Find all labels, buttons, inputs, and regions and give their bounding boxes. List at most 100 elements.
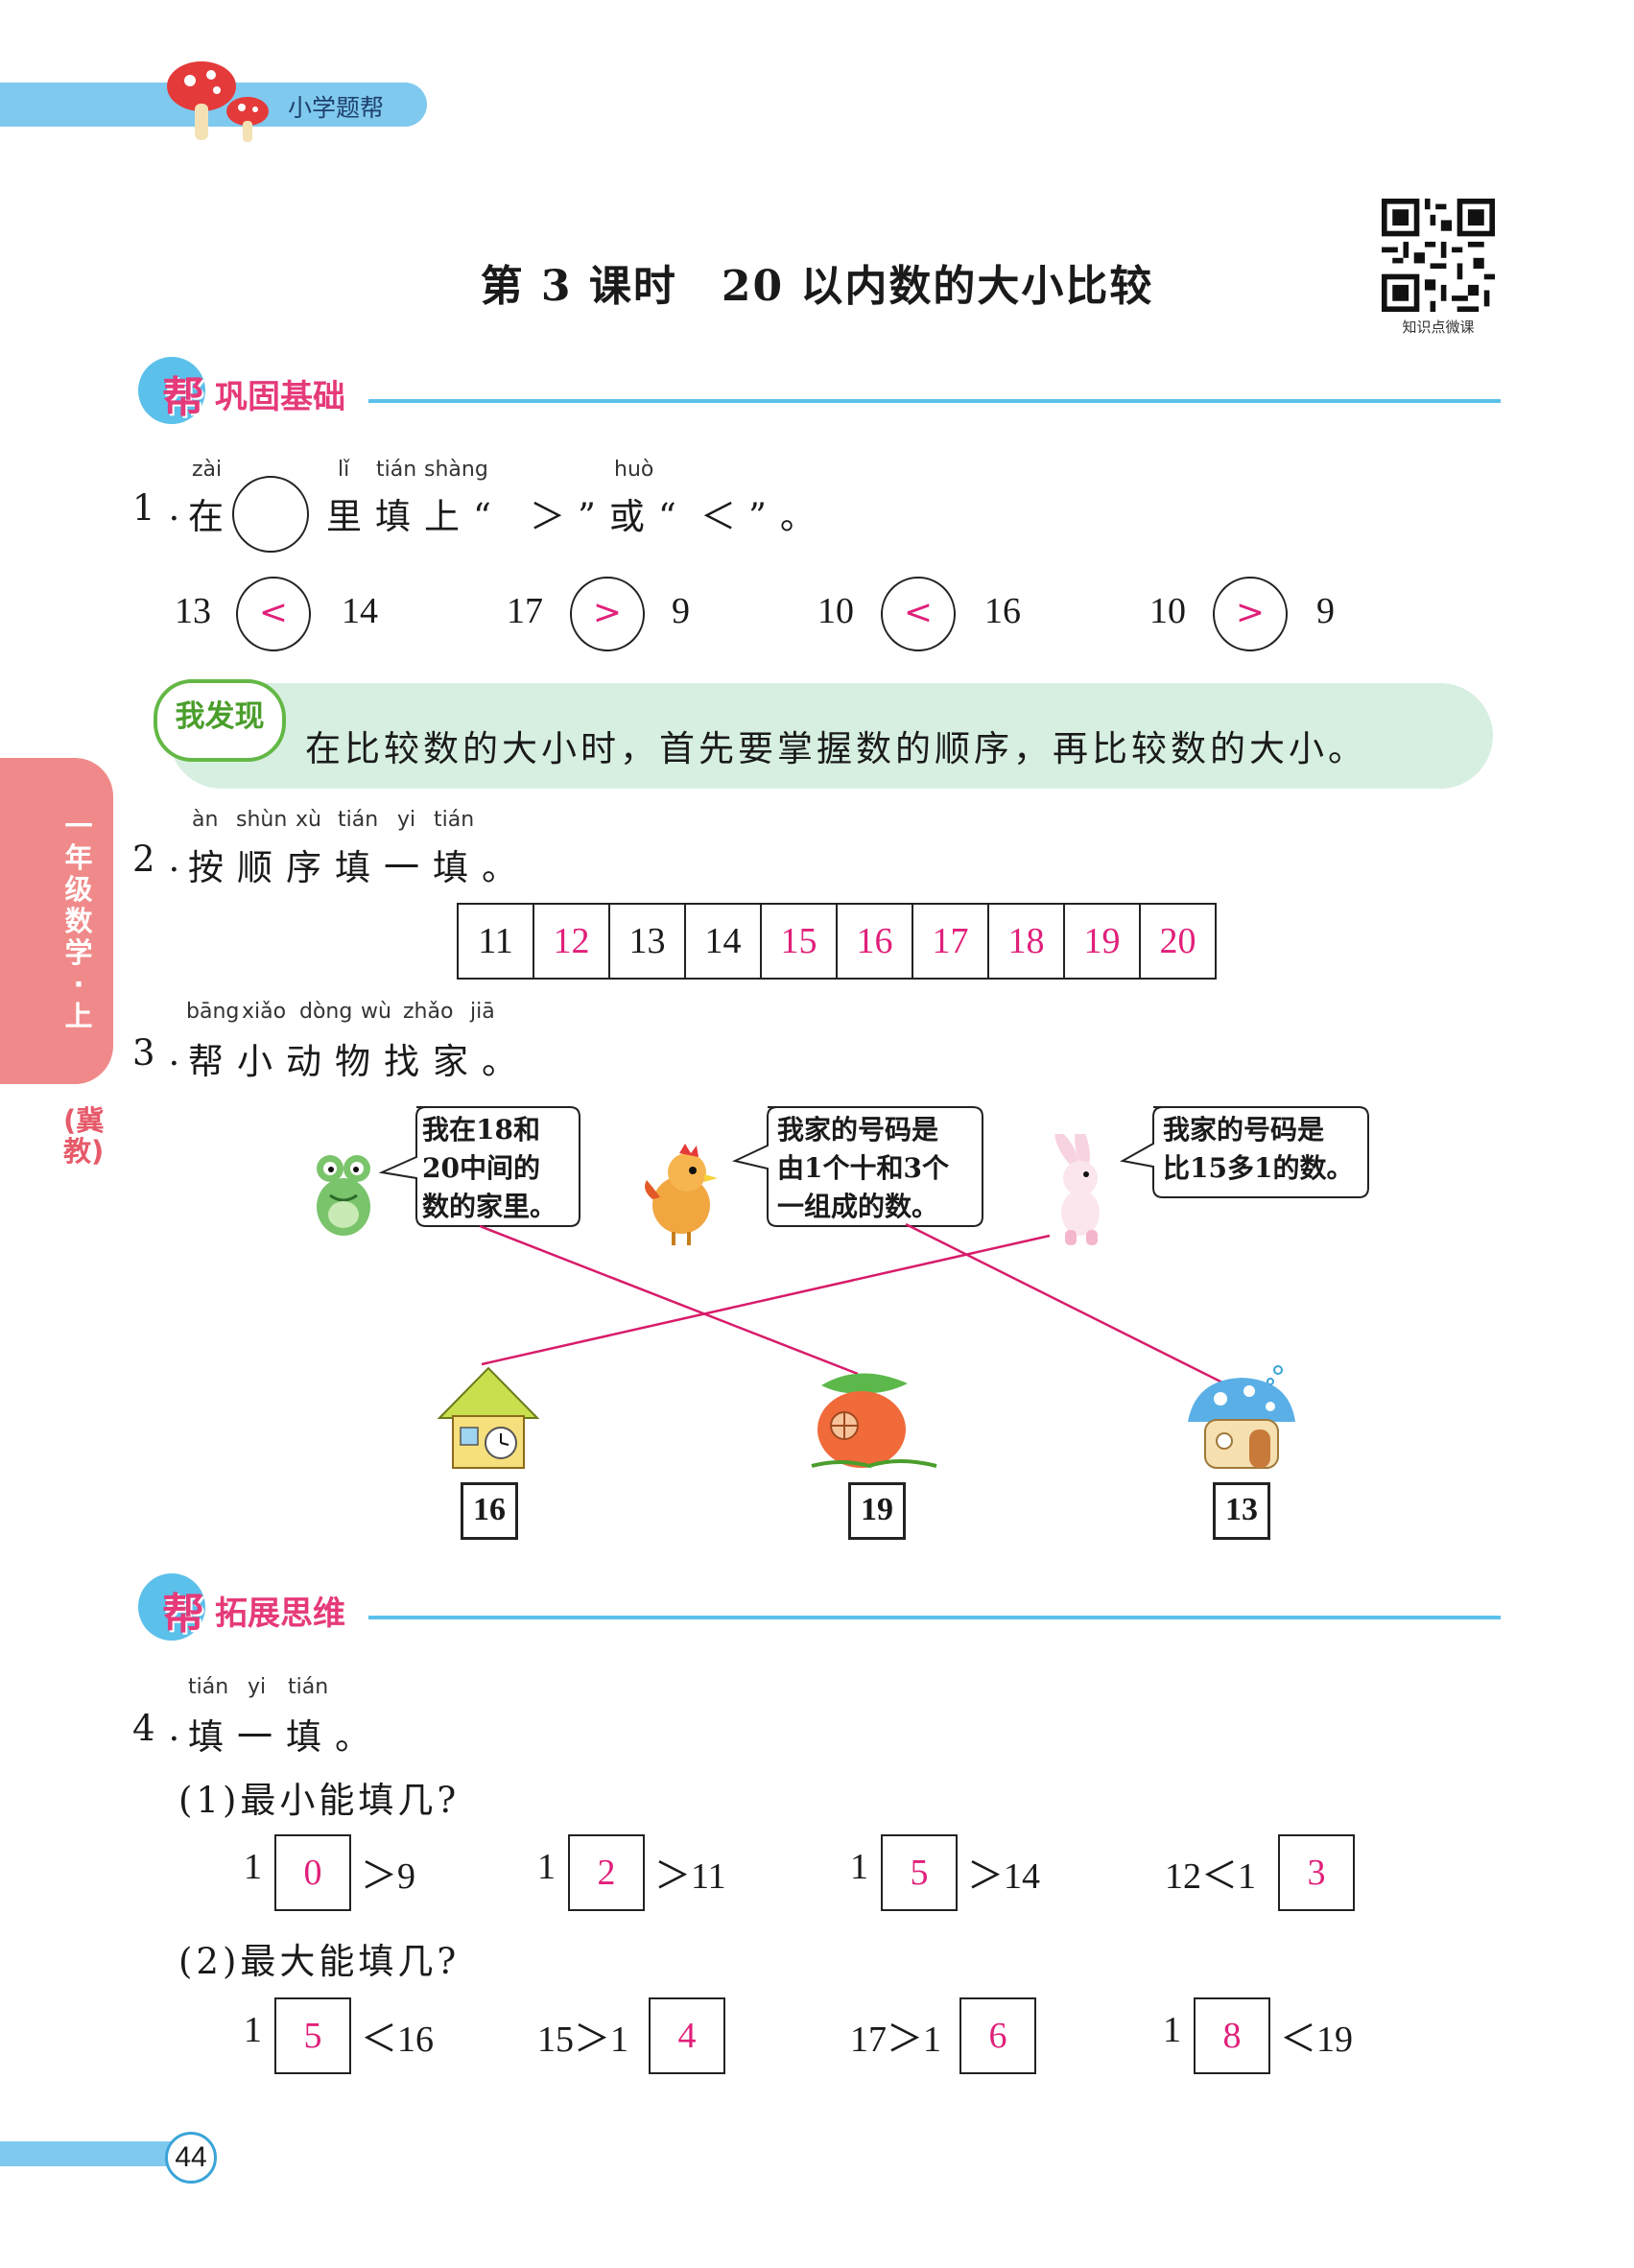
speech-bubble: 我家的号码是 比15多1的数。 [1163, 1111, 1353, 1188]
sequence-cell[interactable]: 19 [1063, 903, 1141, 980]
house-number: 16 [461, 1482, 518, 1540]
question-text: 按顺序填一填。 [188, 847, 531, 888]
answer-box[interactable]: 2 [568, 1834, 645, 1911]
sequence-cell[interactable]: 16 [836, 903, 913, 980]
answer-box[interactable]: 5 [881, 1834, 958, 1911]
pinyin: zài [192, 458, 223, 482]
answer-box[interactable]: 6 [959, 1997, 1036, 2074]
page-title: 第 3 课时 20 以内数的大小比较 [480, 262, 1154, 311]
discovery-box [169, 683, 1493, 789]
pinyin: xù [296, 808, 321, 832]
answer-box[interactable]: 5 [274, 1997, 351, 2074]
question-text: ＞ [530, 496, 579, 537]
mushroom-icon [167, 61, 269, 142]
answer-box[interactable]: 0 [274, 1834, 351, 1911]
side-tab [0, 758, 113, 1084]
sequence-cell: 14 [684, 903, 762, 980]
pinyin: shàng [424, 458, 488, 482]
sequence-cell[interactable]: 15 [760, 903, 838, 980]
expr-suffix: ＞11 [654, 1856, 726, 1897]
bubble-line: 我家的号码是 [1163, 1114, 1325, 1146]
question-text: ＜ [700, 496, 749, 537]
section-extend-header: 帮 拓展思维 [138, 1573, 1501, 1641]
chicken-icon [645, 1144, 718, 1245]
sequence-cell: 13 [608, 903, 686, 980]
sequence-table: 11 12 13 14 15 16 17 18 19 20 [457, 903, 1217, 980]
pinyin: tián [376, 458, 417, 482]
expr-prefix: 1 [537, 1847, 556, 1887]
compare-answer[interactable]: < [236, 577, 311, 651]
section-label: 拓展思维 [215, 1595, 345, 1633]
compare-answer[interactable]: > [1213, 577, 1288, 651]
pinyin: àn [192, 808, 219, 832]
sequence-cell[interactable]: 12 [533, 903, 610, 980]
answer-box[interactable]: 8 [1194, 1997, 1270, 2074]
question-number: 1. [132, 487, 194, 529]
qr-caption: 知识点微课 [1402, 319, 1475, 336]
discovery-text: 在比较数的大小时，首先要掌握数的顺序，再比较数的大小。 [305, 728, 1367, 769]
pinyin: tián [188, 1675, 229, 1699]
compare-right: 14 [342, 591, 378, 631]
pinyin: lǐ [338, 458, 350, 482]
section-bang: 帮 [162, 1590, 204, 1639]
question-text: 填一填。 [188, 1716, 384, 1758]
expr-prefix: 1 [244, 2010, 262, 2050]
compare-left: 10 [817, 591, 854, 631]
compare-left: 17 [507, 591, 543, 631]
pinyin: tián [288, 1675, 329, 1699]
question-text: ”。 [748, 496, 829, 537]
pinyin: tián [434, 808, 475, 832]
section-badge [138, 357, 205, 424]
question-number: 3. [132, 1032, 194, 1074]
qr-code-icon[interactable] [1382, 199, 1495, 312]
pinyin: zhǎo [403, 1000, 454, 1024]
bubble-line: 我家的号码是 [777, 1114, 939, 1146]
expr-prefix: 12＜1 [1165, 1856, 1257, 1897]
brand-label: 小学题帮 [288, 94, 385, 122]
section-rule [368, 399, 1501, 403]
bubble-line: 数的家里。 [422, 1191, 557, 1222]
pinyin: wù [361, 1000, 391, 1024]
sequence-cell[interactable]: 17 [912, 903, 989, 980]
pinyin: jiā [470, 1000, 495, 1024]
bubble-frame [378, 1106, 580, 1227]
compare-left: 13 [175, 591, 211, 631]
compare-left: 10 [1149, 591, 1186, 631]
pinyin: xiǎo [242, 1000, 287, 1024]
expr-suffix: ＞14 [967, 1856, 1041, 1897]
compare-answer[interactable]: > [570, 577, 645, 651]
discovery-badge-label: 我发现 [175, 699, 265, 734]
expr-suffix: ＜19 [1280, 2020, 1354, 2060]
answer-box[interactable]: 3 [1278, 1834, 1355, 1911]
table-row: 11 12 13 14 15 16 17 18 19 20 [457, 903, 1217, 980]
pinyin: huò [614, 458, 654, 482]
pinyin: yi [248, 1675, 267, 1699]
house-number: 13 [1213, 1482, 1270, 1540]
sequence-cell[interactable]: 20 [1139, 903, 1217, 980]
pinyin: yi [397, 808, 416, 832]
frog-icon [317, 1155, 370, 1236]
question-number: 2. [132, 839, 194, 880]
apple-house-icon [811, 1373, 937, 1469]
section-bang: 帮 [162, 373, 204, 422]
answer-box[interactable]: 4 [649, 1997, 725, 2074]
compare-answer[interactable]: < [881, 577, 956, 651]
compare-right: 9 [1316, 591, 1335, 631]
subquestion-label: (2)最大能填几? [178, 1941, 461, 1982]
speech-bubble: 我在18和 20中间的 数的家里。 [422, 1111, 557, 1226]
bubble-line: 一组成的数。 [777, 1191, 939, 1222]
section-badge [138, 1573, 205, 1641]
pinyin: tián [338, 808, 379, 832]
section-rule [368, 1616, 1501, 1619]
house-number: 19 [848, 1482, 906, 1540]
compare-right: 16 [984, 591, 1021, 631]
expr-prefix: 17＞1 [850, 2020, 942, 2060]
question-text: 里填上“ [326, 496, 505, 537]
bubble-line: 由1个十和3个 [777, 1152, 949, 1184]
section-label: 巩固基础 [215, 378, 345, 416]
rabbit-icon [1054, 1134, 1100, 1245]
section-basic-header: 帮 巩固基础 [138, 357, 1501, 424]
expr-suffix: ＞9 [361, 1856, 416, 1897]
bubble-line: 20中间的 [422, 1152, 540, 1184]
sequence-cell[interactable]: 18 [987, 903, 1065, 980]
